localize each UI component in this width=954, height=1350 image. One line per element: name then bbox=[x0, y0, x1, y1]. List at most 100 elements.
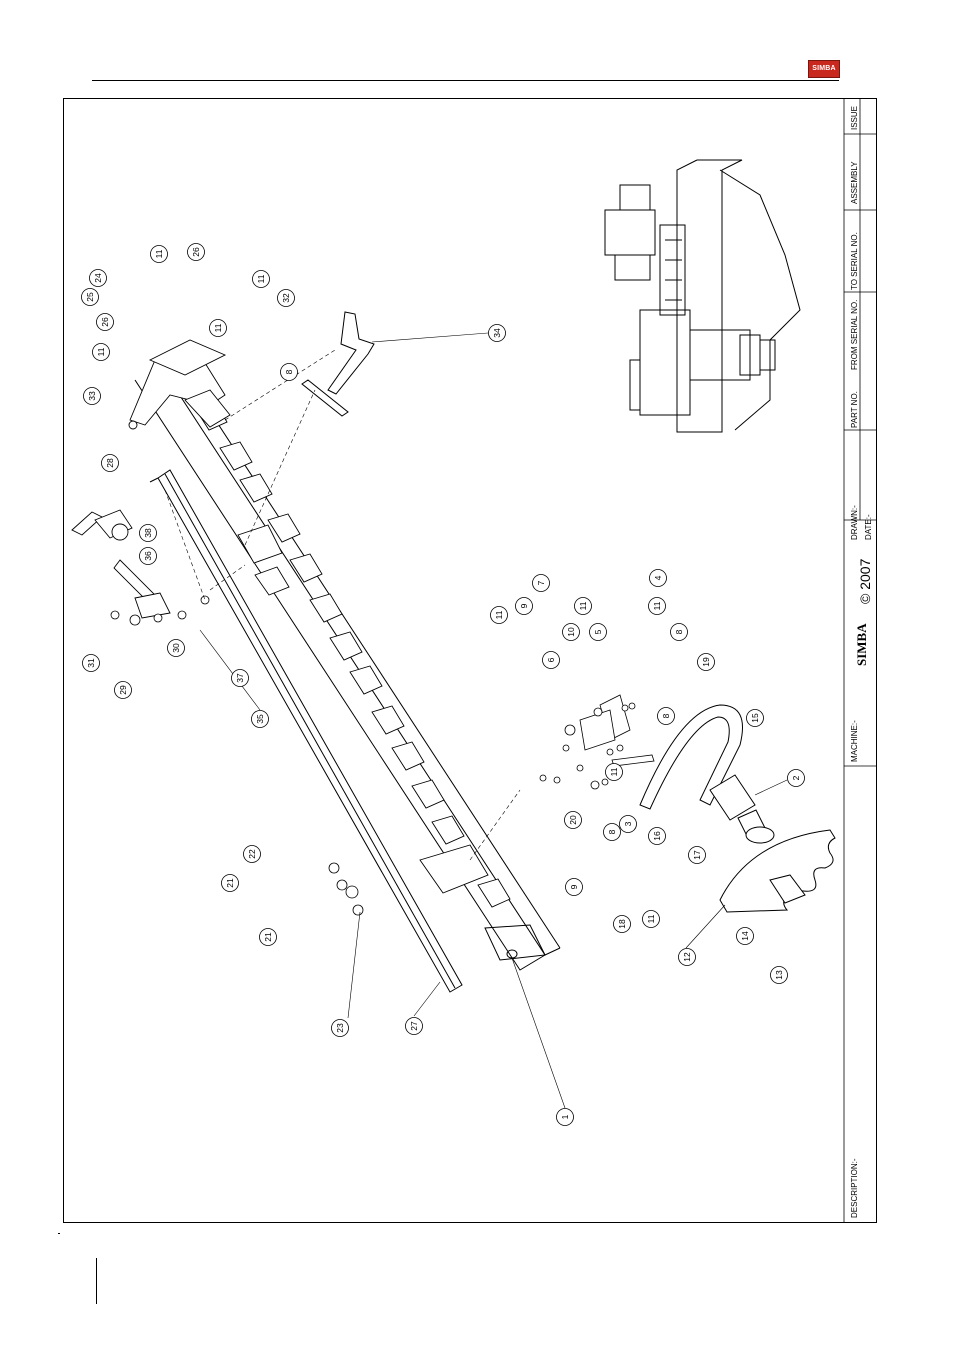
long-rail bbox=[150, 470, 462, 992]
callout-37: 37 bbox=[232, 670, 249, 687]
callout-number: 11 bbox=[652, 601, 662, 610]
callout-number: 9 bbox=[569, 884, 579, 889]
callout-number: 31 bbox=[86, 658, 96, 668]
callout-number: 30 bbox=[171, 643, 181, 653]
issue-label: ISSUE bbox=[850, 106, 859, 130]
callout-number: 24 bbox=[93, 273, 103, 283]
callout-number: 6 bbox=[546, 657, 556, 662]
callout-9: 9 bbox=[566, 879, 583, 896]
callout-30: 30 bbox=[168, 640, 185, 657]
callout-14: 14 bbox=[737, 928, 754, 945]
callout-number: 11 bbox=[578, 601, 588, 610]
callout-number: 11 bbox=[96, 347, 106, 356]
callout-11: 11 bbox=[151, 246, 168, 263]
callout-11: 11 bbox=[93, 344, 110, 361]
callout-9: 9 bbox=[516, 598, 533, 615]
callout-10: 10 bbox=[563, 624, 580, 641]
callout-35: 35 bbox=[252, 711, 269, 728]
callout-number: 28 bbox=[105, 458, 115, 468]
callout-15: 15 bbox=[747, 710, 764, 727]
callout-16: 16 bbox=[649, 828, 666, 845]
main-beam bbox=[135, 358, 560, 970]
callout-number: 5 bbox=[593, 629, 603, 634]
callout-number: 3 bbox=[623, 821, 633, 826]
callout-18: 18 bbox=[614, 916, 631, 933]
callout-number: 12 bbox=[682, 952, 692, 962]
callout-number: 25 bbox=[85, 292, 95, 302]
callout-number: 11 bbox=[609, 767, 619, 776]
callout-28: 28 bbox=[102, 455, 119, 472]
callout-number: 8 bbox=[284, 369, 294, 374]
callout-number: 34 bbox=[492, 328, 502, 338]
callout-number: 1 bbox=[560, 1114, 570, 1119]
callout-number: 8 bbox=[674, 629, 684, 634]
callout-number: 11 bbox=[494, 610, 504, 619]
callout-5: 5 bbox=[590, 624, 607, 641]
hardware-21-23 bbox=[329, 863, 363, 915]
leader-lines bbox=[165, 350, 520, 860]
callout-11: 11 bbox=[491, 607, 508, 624]
callout-38: 38 bbox=[140, 525, 157, 542]
beam-brackets bbox=[195, 402, 510, 907]
callout-33: 33 bbox=[84, 388, 101, 405]
crank-assembly bbox=[72, 510, 170, 618]
description-label: DESCRIPTION:- bbox=[850, 1158, 859, 1218]
callout-number: 10 bbox=[566, 627, 576, 637]
callout-1: 1 bbox=[557, 1109, 574, 1126]
callout-number: 20 bbox=[568, 815, 578, 825]
callout-8: 8 bbox=[658, 708, 675, 725]
callout-number: 21 bbox=[225, 878, 235, 888]
callout-number: 23 bbox=[335, 1023, 345, 1033]
disc-blade bbox=[720, 830, 835, 912]
from-serial-label: FROM SERIAL NO. bbox=[850, 300, 859, 370]
callout-17: 17 bbox=[689, 847, 706, 864]
part-no-label: PART NO. bbox=[850, 391, 859, 428]
callout-number: 8 bbox=[661, 713, 671, 718]
callout-32: 32 bbox=[278, 290, 295, 307]
callout-8: 8 bbox=[281, 364, 298, 381]
callout-number: 22 bbox=[247, 849, 257, 859]
callout-8: 8 bbox=[671, 624, 688, 641]
callout-22: 22 bbox=[244, 846, 261, 863]
callout-number: 11 bbox=[256, 274, 266, 283]
callout-11: 11 bbox=[606, 764, 623, 781]
callout-7: 7 bbox=[533, 575, 550, 592]
callout-number: 16 bbox=[652, 831, 662, 841]
callout-23: 23 bbox=[332, 1020, 349, 1037]
callout-number: 18 bbox=[617, 919, 627, 929]
callout-number: 11 bbox=[154, 249, 164, 258]
callout-number: 38 bbox=[143, 528, 153, 538]
callout-11: 11 bbox=[253, 271, 270, 288]
callout-number: 26 bbox=[191, 247, 201, 257]
callout-11: 11 bbox=[210, 320, 227, 337]
bracket-arm bbox=[302, 312, 374, 416]
callout-31: 31 bbox=[83, 655, 100, 672]
copyright-label: © 2007 bbox=[857, 558, 873, 604]
callout-number: 15 bbox=[750, 713, 760, 723]
callout-number: 11 bbox=[646, 914, 656, 923]
callout-number: 27 bbox=[409, 1021, 419, 1031]
callout-26: 26 bbox=[188, 244, 205, 261]
callout-11: 11 bbox=[575, 598, 592, 615]
callout-number: 33 bbox=[87, 391, 97, 401]
callout-6: 6 bbox=[543, 652, 560, 669]
callout-13: 13 bbox=[771, 967, 788, 984]
callout-11: 11 bbox=[649, 598, 666, 615]
callout-4: 4 bbox=[650, 570, 667, 587]
callout-27: 27 bbox=[406, 1018, 423, 1035]
callout-number: 2 bbox=[791, 775, 801, 780]
callout-20: 20 bbox=[565, 812, 582, 829]
to-serial-label: TO SERIAL NO. bbox=[850, 232, 859, 290]
callout-number: 29 bbox=[118, 685, 128, 695]
callout-26: 26 bbox=[97, 314, 114, 331]
callout-8: 8 bbox=[604, 824, 621, 841]
callout-25: 25 bbox=[82, 289, 99, 306]
callout-24: 24 bbox=[90, 270, 107, 287]
callout-19: 19 bbox=[698, 654, 715, 671]
callout-number: 21 bbox=[263, 932, 273, 942]
headstock-assembly bbox=[129, 340, 230, 429]
callout-29: 29 bbox=[115, 682, 132, 699]
callout-34: 34 bbox=[489, 325, 506, 342]
callout-3: 3 bbox=[620, 816, 637, 833]
